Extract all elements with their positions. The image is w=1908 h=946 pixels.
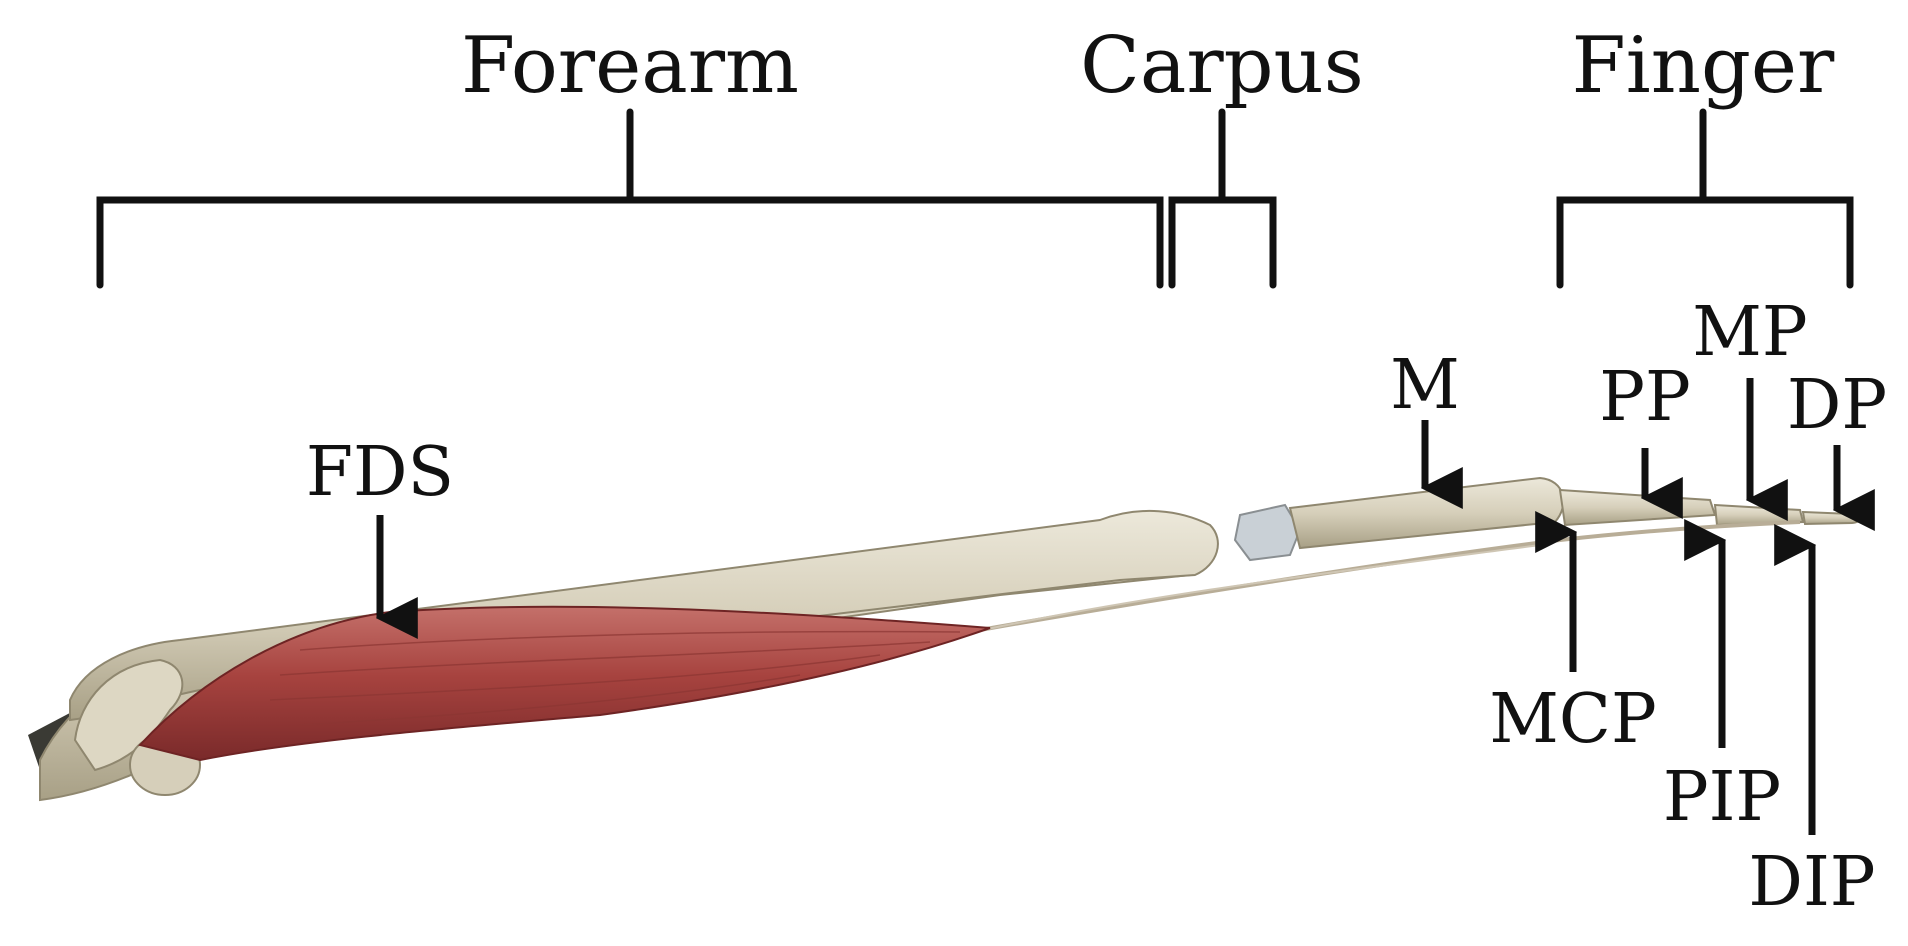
- pp-label: PP: [1599, 358, 1691, 437]
- mcp-label: MCP: [1489, 680, 1656, 759]
- distal-phalanx: [1801, 510, 1861, 526]
- m-marker: M: [1390, 346, 1463, 509]
- pip-marker: PIP: [1663, 519, 1781, 837]
- forearm-bracket: [96, 108, 1164, 289]
- carpus-title: Carpus: [1080, 21, 1364, 111]
- finger-title: Finger: [1572, 21, 1835, 111]
- mcp-marker: MCP: [1489, 511, 1657, 759]
- mp-label: MP: [1692, 293, 1807, 372]
- carpal-bones: [1233, 503, 1302, 562]
- olecranon: [73, 658, 184, 772]
- fds-label: FDS: [306, 433, 454, 512]
- arm-illustration: [28, 476, 1861, 802]
- mp-marker: MP: [1692, 293, 1808, 521]
- m-label: M: [1390, 346, 1460, 425]
- dp-marker: DP: [1787, 366, 1887, 531]
- muscle-fibers: [269, 630, 961, 726]
- fds-marker: FDS: [306, 433, 454, 639]
- carpus-bracket: [1168, 108, 1277, 289]
- finger-bracket: [1556, 108, 1854, 289]
- dip-label: DIP: [1748, 843, 1875, 922]
- fds-tendon-upper: [959, 544, 1541, 636]
- proximal-phalanx: [1558, 488, 1717, 527]
- pip-label: PIP: [1663, 758, 1781, 837]
- pp-marker: PP: [1599, 358, 1691, 519]
- metacarpal-bone: [1288, 476, 1565, 550]
- dp-label: DP: [1787, 366, 1887, 445]
- dip-marker: DIP: [1748, 524, 1876, 922]
- forearm-title: Forearm: [461, 21, 799, 111]
